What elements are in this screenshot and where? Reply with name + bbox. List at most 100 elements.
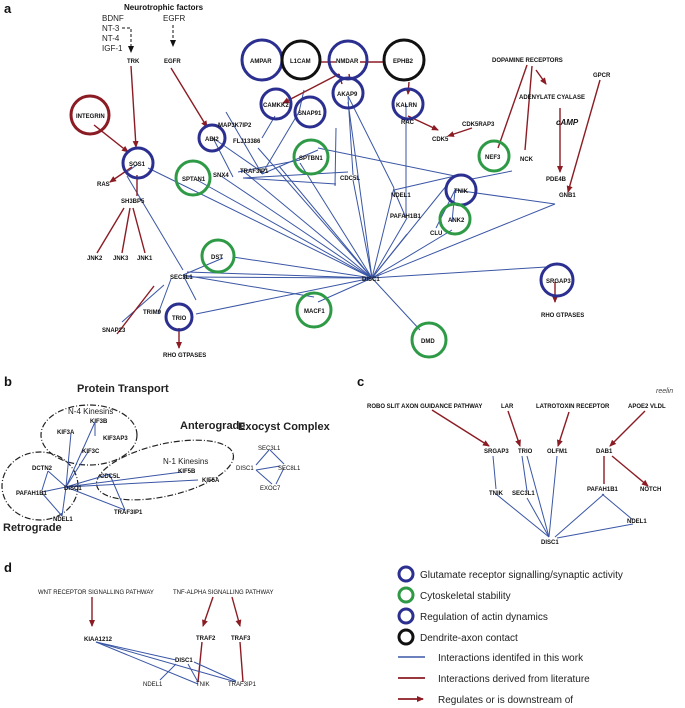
node-ndel1: NDEL1	[391, 193, 411, 199]
node-nef3: NEF3	[485, 155, 501, 161]
node-ras: RAS	[97, 182, 110, 188]
panel-c-label: c	[357, 374, 364, 389]
c-node-ndel1: NDEL1	[627, 519, 647, 525]
legend-literature: Interactions derived from literature	[438, 674, 590, 685]
b-node-kif5b: KIF5B	[178, 469, 196, 475]
node-ampar: AMPAR	[250, 59, 272, 65]
node-nmdar: NMDAR	[336, 59, 359, 65]
node-camp: cAMP	[556, 118, 579, 127]
d-node-ndel1: NDEL1	[143, 682, 163, 688]
nf-egfr: EGFR	[163, 14, 185, 23]
panel-d-labels: WNT RECEPTOR SIGNALLING PATHWAY TNF-ALPH…	[38, 590, 273, 688]
d-node-tnik: TNIK	[196, 682, 210, 688]
b-node-exocyst-sec3l1: SEC3L1	[258, 446, 281, 452]
protein-transport-title: Protein Transport	[77, 383, 169, 395]
node-ephb2: EPHB2	[393, 59, 414, 65]
b-node-kif3c: KIF3C	[82, 449, 100, 455]
reelin-label: reelin	[656, 388, 673, 395]
panel-d-red-edges	[89, 596, 244, 683]
panel-b-label: b	[4, 374, 12, 389]
node-rac: RAC	[401, 120, 415, 126]
b-node-traf3ip1: TRAF3IP1	[114, 510, 143, 516]
node-integrin: INTEGRIN	[76, 114, 105, 120]
node-dst: DST	[211, 255, 223, 261]
d-node-tnf: TNF-ALPHA SIGNALLING PATHWAY	[173, 590, 273, 596]
c-node-trio: TRIO	[518, 449, 533, 455]
node-ank2: ANK2	[448, 218, 465, 224]
node-jnk3: JNK3	[113, 256, 129, 262]
panel-c-red-edges	[431, 409, 649, 487]
node-pafah1b1: PAFAH1B1	[390, 214, 422, 220]
node-macf1: MACF1	[304, 309, 325, 315]
n4-kinesins-label: N-4 Kinesins	[68, 407, 113, 416]
c-node-olfm1: OLFM1	[547, 449, 568, 455]
exocyst-title: Exocyst Complex	[238, 421, 331, 433]
panel-b-labels: KIF3B KIF3A KIF3AP3 KIF3C DCTN2 CDC5L KI…	[16, 419, 301, 523]
nf-left-arrow	[122, 27, 134, 53]
node-traf3ip1: TRAF3IP1	[240, 169, 269, 175]
node-rho-gtpases-1: RHO GTPASES	[163, 353, 206, 359]
n1-kinesins-label: N-1 Kinesins	[163, 457, 208, 466]
b-node-ndel1: NDEL1	[53, 517, 73, 523]
node-srgap3: SRGAP3	[546, 279, 571, 285]
c-node-disc1: DISC1	[541, 540, 559, 546]
panel-c-labels: ROBO SLIT AXON GUIDANCE PATHWAY LAR LATR…	[367, 404, 666, 546]
d-node-traf2: TRAF2	[196, 636, 216, 642]
node-tnik: TNIK	[454, 189, 469, 195]
c-node-srgap3: SRGAP3	[484, 449, 509, 455]
node-gnb1: GNB1	[559, 193, 576, 199]
node-sec3l1: SEC3L1	[170, 275, 193, 281]
node-jnk2: JNK2	[87, 256, 103, 262]
d-node-disc1: DISC1	[175, 658, 193, 664]
neurotrophic-title: Neurotrophic factors	[124, 3, 204, 12]
b-node-exocyst-exoc7: EXOC7	[260, 486, 281, 492]
b-node-pafah1b1: PAFAH1B1	[16, 491, 48, 497]
legend-cyto-swatch	[397, 586, 415, 604]
node-gpcr: GPCR	[593, 73, 611, 79]
d-node-kiaa1212: KIAA1212	[84, 637, 113, 643]
c-node-sec3l1: SEC3L1	[512, 491, 535, 497]
c-node-notch: NOTCH	[640, 487, 661, 493]
panel-a-labels: TRK EGFR INTEGRIN SOS1 RAS SH3BP5 JNK2 J…	[76, 58, 611, 359]
legend-actin-swatch	[397, 607, 415, 625]
node-kalrn: KALRN	[396, 103, 417, 109]
nf-bdnf: BDNF	[102, 14, 124, 23]
node-map3k7ip2: MAP3K7IP2	[218, 123, 252, 129]
node-sos1: SOS1	[129, 162, 146, 168]
node-disc1: DISC1	[362, 277, 380, 283]
node-camkk2: CAMKK2	[263, 103, 289, 109]
node-sptan1: SPTAN1	[182, 177, 206, 183]
panel-a-circles	[69, 38, 575, 359]
c-node-tnik: TNIK	[489, 491, 504, 497]
panel-d-blue-edges	[95, 641, 237, 685]
node-dmd: DMD	[421, 339, 435, 345]
node-rho-gtpases-2: RHO GTPASES	[541, 313, 584, 319]
legend-glutamate: Glutamate receptor signalling/synaptic a…	[420, 570, 623, 581]
c-node-pafah1b1: PAFAH1B1	[587, 487, 619, 493]
node-sh3bp5: SH3BP5	[121, 199, 145, 205]
node-akap9: AKAP9	[337, 92, 358, 98]
node-dopamine: DOPAMINE RECEPTORS	[492, 58, 563, 64]
node-egfr: EGFR	[164, 59, 181, 65]
nf-nt4: NT-4	[102, 34, 120, 43]
b-node-exocyst-sec8l1: SEC8L1	[278, 466, 301, 472]
legend-dendrite-swatch	[397, 628, 415, 646]
node-jnk1: JNK1	[137, 256, 153, 262]
panel-b-blue-edges	[41, 421, 285, 517]
legend: Glutamate receptor signalling/synaptic a…	[397, 565, 623, 706]
node-snap91: SNAP91	[298, 111, 322, 117]
d-node-wnt: WNT RECEPTOR SIGNALLING PATHWAY	[38, 590, 154, 596]
b-node-kif3a: KIF3A	[57, 430, 75, 436]
panel-d-label: d	[4, 560, 12, 575]
c-node-dab1: DAB1	[596, 449, 613, 455]
node-adenylate: ADENYLATE CYALASE	[519, 95, 585, 101]
b-node-disc1: DISC1	[64, 486, 82, 492]
node-trk: TRK	[127, 59, 140, 65]
b-node-cdc5l: CDC5L	[100, 474, 120, 480]
node-sptbn1: SPTBN1	[299, 156, 323, 162]
node-trim9: TRIM9	[143, 310, 162, 316]
node-snx4: SNX4	[213, 173, 229, 179]
nf-igf1: IGF-1	[102, 44, 123, 53]
node-nck: NCK	[520, 157, 534, 163]
